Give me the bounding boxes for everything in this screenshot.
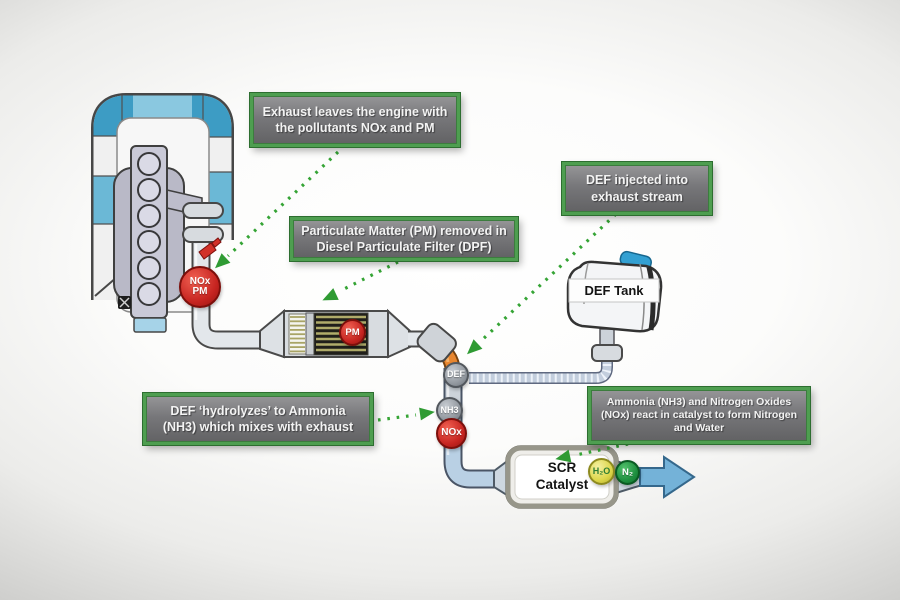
def-hose-ribs bbox=[469, 352, 612, 383]
callout-exhaust-leaves-engine: Exhaust leaves the engine with the pollu… bbox=[250, 93, 460, 147]
elbow-collar bbox=[416, 322, 457, 363]
engine-loop-blue-corner-left bbox=[93, 95, 133, 136]
leader-hydrolyzes bbox=[377, 413, 417, 422]
dpf-divider bbox=[305, 312, 315, 356]
def-hose bbox=[469, 352, 612, 383]
arrowhead bbox=[419, 407, 435, 421]
arrowhead bbox=[215, 253, 231, 269]
pm-label: PM bbox=[192, 286, 208, 297]
callout-scr-reaction: Ammonia (NH3) and Nitrogen Oxides (NOx) … bbox=[588, 387, 810, 444]
pipe-clamp bbox=[182, 226, 224, 243]
clean-exhaust-arrow bbox=[639, 455, 696, 499]
def-hose-coupler bbox=[591, 344, 623, 362]
scr-catalyst-label: SCR Catalyst bbox=[535, 460, 589, 492]
dpf-doc-stripes bbox=[290, 316, 305, 353]
engine-out-pollutants-badge: NOx PM bbox=[179, 266, 221, 308]
leader-arrowheads bbox=[215, 253, 572, 463]
n2-badge: N₂ bbox=[615, 460, 640, 485]
leader-exhaust bbox=[226, 150, 340, 258]
callout-leaders bbox=[226, 150, 629, 457]
arrowhead bbox=[467, 339, 483, 355]
engine-loop-blue-corner-right bbox=[192, 95, 232, 137]
leader-def-injected bbox=[480, 212, 618, 342]
engine-exhaust-pipe bbox=[182, 202, 262, 350]
leader-dpf bbox=[339, 260, 399, 293]
def-tank-label-band bbox=[568, 278, 660, 303]
nox-badge: NOx bbox=[436, 418, 467, 449]
callout-def-hydrolyzes: DEF ‘hydrolyzes’ to Ammonia (NH3) which … bbox=[143, 393, 373, 445]
pm-badge: PM bbox=[339, 319, 366, 346]
arrowhead bbox=[322, 288, 339, 301]
h2o-badge: H₂O bbox=[588, 458, 615, 485]
def-badge: DEF bbox=[443, 362, 469, 388]
dpf-outlet-cone bbox=[387, 308, 411, 359]
callout-pm-removed-dpf: Particulate Matter (PM) removed in Diese… bbox=[290, 217, 518, 261]
engine bbox=[91, 93, 234, 333]
pipe-clamp bbox=[182, 202, 224, 219]
nox-label: NOx bbox=[189, 275, 211, 287]
dpf-inlet-cone bbox=[259, 308, 285, 359]
callout-def-injected: DEF injected into exhaust stream bbox=[562, 162, 712, 215]
engine-cylinders bbox=[137, 152, 161, 306]
arrowhead bbox=[555, 449, 572, 463]
exhaust-flange bbox=[198, 242, 217, 260]
def-tank-label: DEF Tank bbox=[584, 283, 644, 298]
engine-cooler bbox=[133, 317, 167, 333]
def-tank bbox=[469, 250, 663, 384]
